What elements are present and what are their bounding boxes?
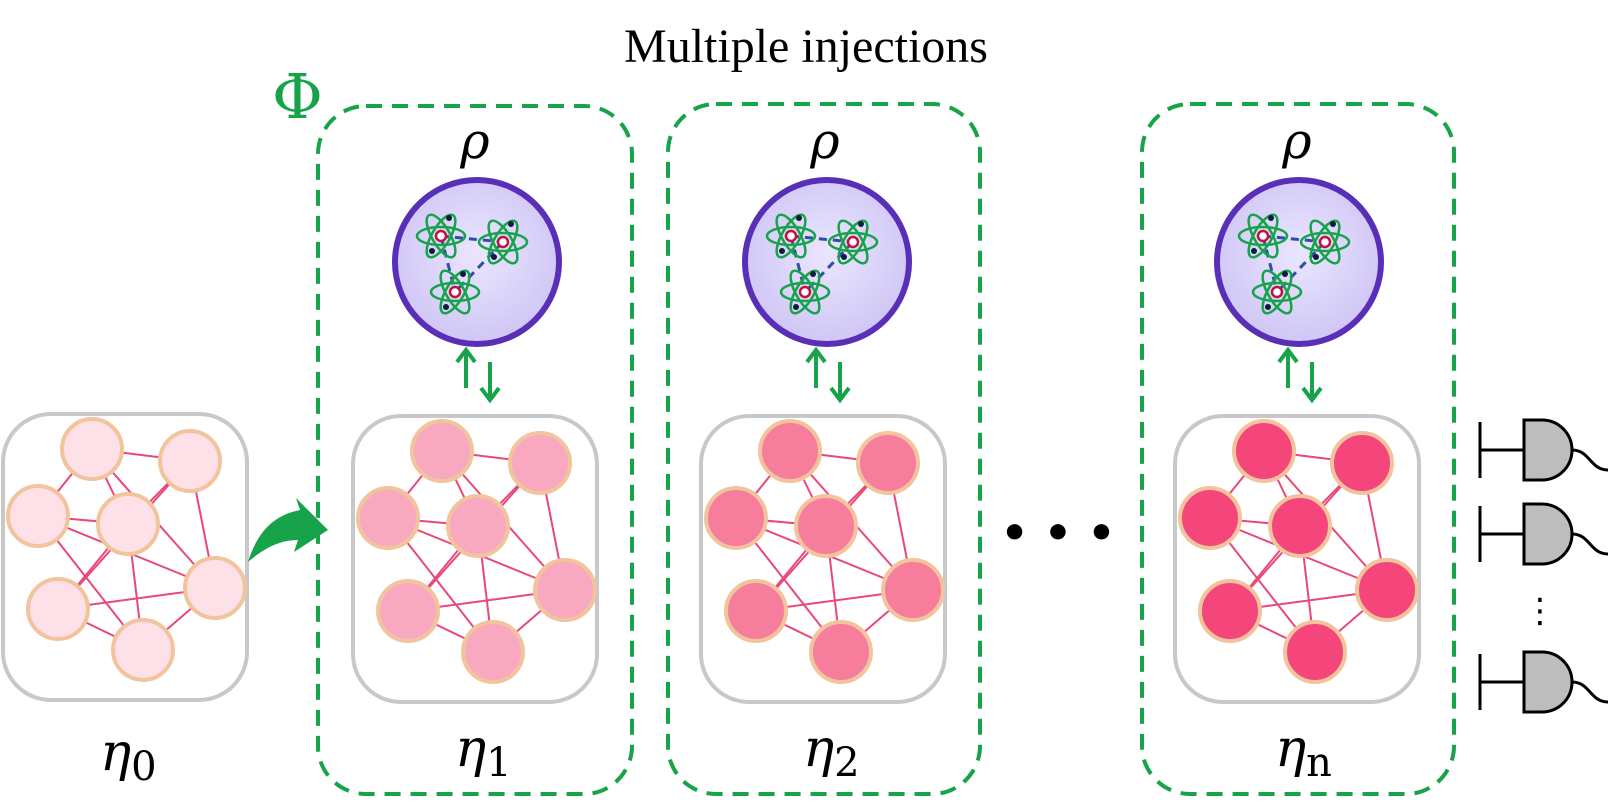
network-node [96, 492, 160, 556]
network-node [356, 486, 420, 550]
eta-label-1: η1 [455, 719, 512, 786]
reservoir-eta-1 [351, 414, 599, 704]
network-node [533, 558, 597, 622]
network-node [111, 618, 175, 682]
network-node [1268, 494, 1332, 558]
atom-sphere-n [1214, 177, 1384, 347]
reservoir-eta-0 [1, 412, 249, 702]
atom-sphere-1 [392, 177, 562, 347]
channel-phi-label: Φ [272, 60, 323, 133]
stage-box-2 [666, 102, 982, 796]
network-node [794, 494, 858, 558]
network-node [1198, 579, 1262, 643]
detector-ellipsis: ⋮ [1523, 591, 1557, 631]
network-node [1232, 419, 1296, 483]
network-node [6, 484, 70, 548]
detector-icon [1478, 502, 1610, 566]
network-node [1178, 486, 1242, 550]
rho-label-1: ρ [459, 112, 490, 170]
injection-arrow-icon [248, 498, 328, 562]
eta-label-n: ηn [1275, 719, 1332, 786]
network-node [1330, 431, 1394, 495]
diagram-title: Multiple injections [624, 20, 988, 73]
network-node [508, 431, 572, 495]
detectors: ⋮ [1478, 418, 1610, 714]
network-node [60, 417, 124, 481]
interaction-arrows-n [1277, 346, 1323, 404]
detector-icon [1478, 418, 1610, 482]
network-node [158, 429, 222, 493]
rho-label-2: ρ [809, 112, 840, 170]
network-node [809, 620, 873, 684]
network-node [1355, 558, 1419, 622]
network-node [856, 431, 920, 495]
network-node [724, 579, 788, 643]
rho-label-n: ρ [1281, 112, 1312, 170]
network-node [183, 556, 247, 620]
network-node [376, 579, 440, 643]
network-node [446, 494, 510, 558]
eta-label-0: η0 [100, 723, 157, 790]
interaction-arrows-2 [805, 346, 851, 404]
interaction-arrows-1 [455, 346, 501, 404]
network-node [1283, 620, 1347, 684]
reservoir-eta-n [1173, 414, 1421, 704]
atom-sphere-2 [742, 177, 912, 347]
network-node [26, 577, 90, 641]
network-node [881, 558, 945, 622]
network-node [758, 419, 822, 483]
network-node [410, 419, 474, 483]
eta-label-2: η2 [803, 719, 860, 786]
reservoir-eta-2 [699, 414, 947, 704]
stage-box-1 [316, 104, 634, 796]
network-node [461, 620, 525, 684]
detector-icon [1478, 650, 1610, 714]
stage-ellipsis: • • • [1000, 508, 1115, 559]
network-node [704, 486, 768, 550]
stage-box-n [1140, 102, 1456, 796]
stage-boxes [316, 102, 1456, 796]
